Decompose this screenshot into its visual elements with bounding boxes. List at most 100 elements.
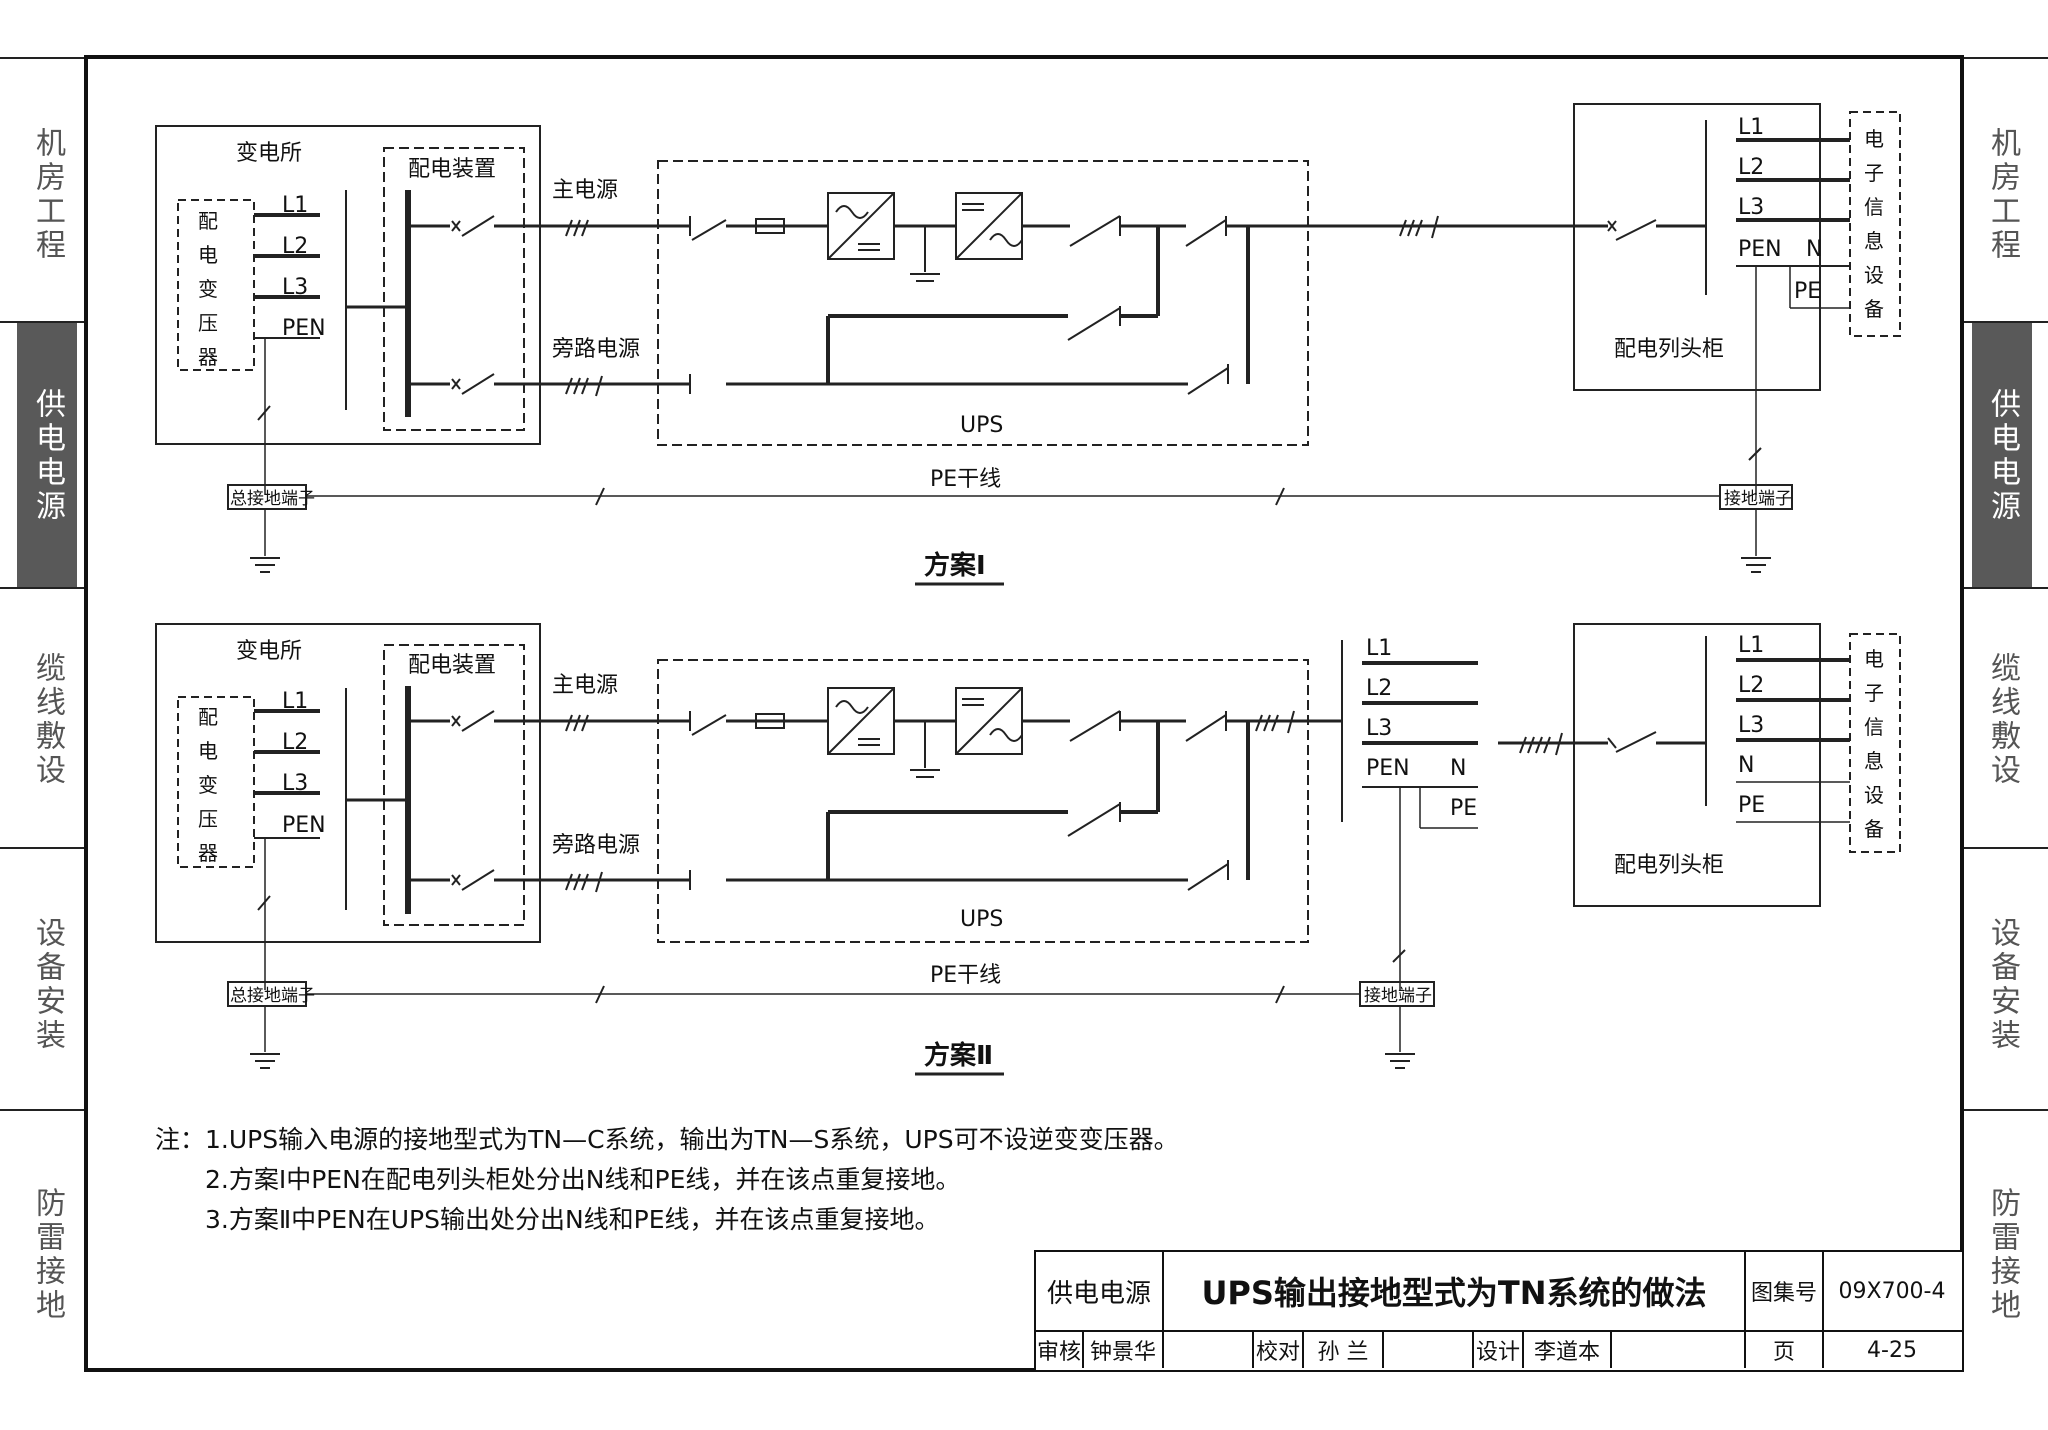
ups-label: UPS xyxy=(960,413,1003,438)
side-tab-lightning-r: 防雷接地 xyxy=(1985,1187,2020,1323)
side-tab-install-r: 设备安装 xyxy=(1985,917,2020,1053)
svg-text:设: 设 xyxy=(1864,783,1884,807)
svg-text:L1: L1 xyxy=(1738,115,1764,140)
side-tab-room-r: 机房工程 xyxy=(1985,127,2020,263)
svg-text:电: 电 xyxy=(1864,127,1884,151)
svg-text:变: 变 xyxy=(198,773,218,797)
svg-text:电: 电 xyxy=(198,739,218,763)
tb-atlas-label: 图集号 xyxy=(1746,1252,1824,1330)
svg-text:L1: L1 xyxy=(1738,633,1764,658)
equipment-box xyxy=(1849,111,1901,337)
svg-text:L2: L2 xyxy=(1738,155,1764,180)
side-tab-power-r: 供电电源 xyxy=(1972,323,2032,588)
side-tab-cabling: 缆线敷设 xyxy=(30,652,65,788)
s1-l1: L1 xyxy=(282,193,308,218)
tb-reviewer: 钟景华 xyxy=(1084,1332,1164,1368)
svg-text:息: 息 xyxy=(1864,749,1884,773)
tb-title: UPS输出接地型式为TN系统的做法 xyxy=(1164,1252,1746,1330)
main-earth-label: 总接地端子 xyxy=(230,489,315,509)
svg-text:子: 子 xyxy=(1864,681,1884,705)
svg-text:子: 子 xyxy=(1864,161,1884,185)
side-tab-cabling-r: 缆线敷设 xyxy=(1985,652,2020,788)
svg-text:L3: L3 xyxy=(1738,195,1764,220)
svg-text:PEN: PEN xyxy=(282,813,326,838)
svg-text:L1: L1 xyxy=(282,689,308,714)
svg-text:L1: L1 xyxy=(1366,636,1392,661)
svg-text:备: 备 xyxy=(1864,297,1884,321)
svg-text:PE: PE xyxy=(1450,796,1477,821)
svg-text:PE: PE xyxy=(1794,279,1821,304)
svg-text:压: 压 xyxy=(198,807,218,831)
svg-text:变电所: 变电所 xyxy=(236,639,302,664)
title-block: 供电电源 UPS输出接地型式为TN系统的做法 图集号 09X700-4 审核 钟… xyxy=(1034,1250,1964,1372)
svg-text:旁路电源: 旁路电源 xyxy=(552,833,640,858)
side-tab-lightning: 防雷接地 xyxy=(30,1187,65,1323)
scheme1-caption: 方案Ⅰ xyxy=(924,550,986,581)
ups-box xyxy=(657,160,1309,446)
earth-label: 接地端子 xyxy=(1724,489,1792,509)
tb-atlas-no: 09X700-4 xyxy=(1838,1278,1946,1304)
tb-signature-3 xyxy=(1612,1332,1746,1368)
svg-text:N: N xyxy=(1806,237,1822,262)
drawing-border xyxy=(84,55,1964,1372)
svg-text:信: 信 xyxy=(1864,715,1884,739)
note-1: 注：1.UPS输入电源的接地型式为TN—C系统，输出为TN—S系统，UPS可不设… xyxy=(155,1125,1179,1154)
scheme2-caption: 方案Ⅱ xyxy=(924,1040,993,1071)
substation-box-2 xyxy=(155,623,541,943)
svg-text:电: 电 xyxy=(1864,647,1884,671)
notes: 注：1.UPS输入电源的接地型式为TN—C系统，输出为TN—S系统，UPS可不设… xyxy=(155,1120,1179,1240)
svg-text:器: 器 xyxy=(198,841,218,865)
svg-text:接地端子: 接地端子 xyxy=(1364,986,1432,1006)
cabinet-box xyxy=(1573,103,1821,391)
svg-text:L2: L2 xyxy=(1366,676,1392,701)
svg-text:配电装置: 配电装置 xyxy=(408,653,496,678)
svg-text:PEN: PEN xyxy=(282,316,326,341)
tb-page-no: 4-25 xyxy=(1867,1337,1917,1363)
svg-text:总接地端子: 总接地端子 xyxy=(230,986,315,1006)
tb-signature-1 xyxy=(1164,1332,1254,1368)
svg-text:PE: PE xyxy=(1738,793,1765,818)
main-earth-terminal xyxy=(227,484,307,510)
tb-category: 供电电源 xyxy=(1036,1252,1164,1330)
svg-text:设: 设 xyxy=(1864,263,1884,287)
svg-text:配: 配 xyxy=(198,705,218,729)
svg-text:PE干线: PE干线 xyxy=(930,963,1001,988)
side-tab-install: 设备安装 xyxy=(30,917,65,1053)
tb-designer: 李道本 xyxy=(1524,1332,1612,1368)
svg-text:L3: L3 xyxy=(282,275,308,300)
side-tab-power: 供电电源 xyxy=(17,323,77,588)
svg-text:PEN: PEN xyxy=(1738,237,1782,262)
side-tab-room: 机房工程 xyxy=(30,127,65,263)
tb-signature-2 xyxy=(1384,1332,1474,1368)
bypass-power-label: 旁路电源 xyxy=(552,337,640,362)
svg-text:息: 息 xyxy=(1864,229,1884,253)
scheme2 xyxy=(155,623,1901,1076)
svg-text:L3: L3 xyxy=(282,771,308,796)
svg-text:主电源: 主电源 xyxy=(552,673,618,698)
svg-text:器: 器 xyxy=(198,345,218,369)
svg-text:L2: L2 xyxy=(282,730,308,755)
main-power-label: 主电源 xyxy=(552,178,618,203)
note-3: 3.方案Ⅱ中PEN在UPS输出处分出N线和PE线，并在该点重复接地。 xyxy=(205,1205,940,1234)
svg-text:L3: L3 xyxy=(1366,716,1392,741)
svg-text:N: N xyxy=(1450,756,1466,781)
svg-text:备: 备 xyxy=(1864,817,1884,841)
svg-text:L2: L2 xyxy=(1738,673,1764,698)
svg-text:变: 变 xyxy=(198,277,218,301)
note-2: 2.方案Ⅰ中PEN在配电列头柜处分出N线和PE线，并在该点重复接地。 xyxy=(205,1165,961,1194)
svg-text:UPS: UPS xyxy=(960,907,1003,932)
switchgear-label: 配电装置 xyxy=(408,157,496,182)
svg-text:压: 压 xyxy=(198,311,218,335)
cabinet-label: 配电列头柜 xyxy=(1614,337,1724,362)
scheme1 xyxy=(155,103,1901,586)
substation-label: 变电所 xyxy=(236,141,302,166)
svg-text:信: 信 xyxy=(1864,195,1884,219)
svg-text:PEN: PEN xyxy=(1366,756,1410,781)
svg-text:N: N xyxy=(1738,753,1754,778)
earth-terminal xyxy=(1719,484,1793,510)
transformer-char-1: 配 xyxy=(198,209,218,233)
switchgear-box xyxy=(383,147,525,431)
substation-box xyxy=(155,125,541,445)
svg-text:电: 电 xyxy=(198,243,218,267)
